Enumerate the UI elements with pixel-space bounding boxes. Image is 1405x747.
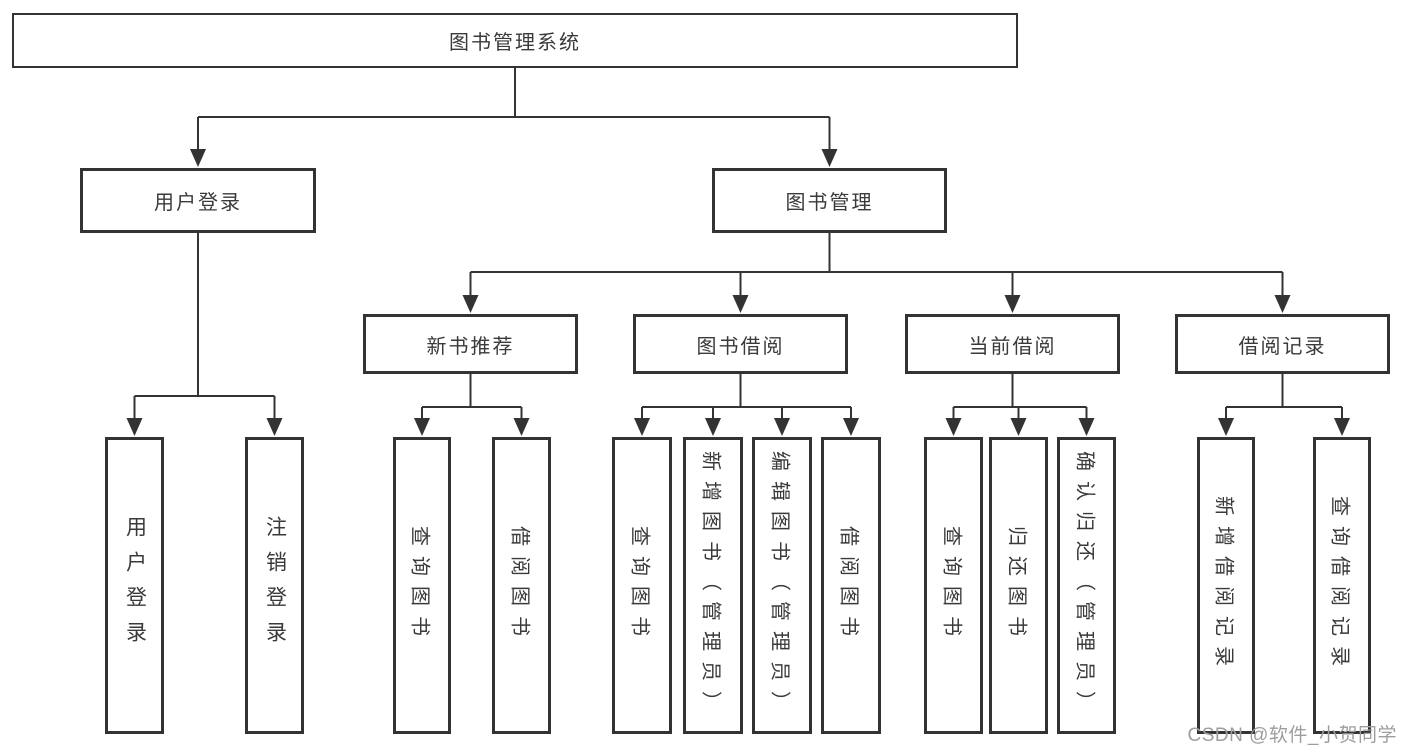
node-book-borrow-label: 图书借阅 — [696, 335, 785, 358]
node-leaf-bor-edit-book-label: 编辑图书（管理员） — [768, 450, 791, 721]
node-leaf-logout-label: 注销登录 — [263, 515, 287, 656]
node-root: 图书管理系统 — [12, 13, 1018, 68]
arrowhead-down-icon — [1334, 418, 1350, 436]
arrowhead-down-icon — [821, 149, 838, 167]
arrowhead-down-icon — [732, 295, 749, 313]
arrowhead-down-icon — [1004, 295, 1021, 313]
node-borrow-records: 借阅记录 — [1175, 314, 1390, 374]
node-leaf-bor-edit-book: 编辑图书（管理员） — [752, 437, 812, 734]
node-borrow-records-label: 借阅记录 — [1238, 335, 1327, 358]
node-leaf-bor-query-book: 查询图书 — [612, 437, 672, 734]
arrowhead-down-icon — [1010, 418, 1027, 436]
node-leaf-bor-borrow-book: 借阅图书 — [821, 437, 881, 734]
node-book-borrow: 图书借阅 — [633, 314, 848, 374]
arrowhead-down-icon — [190, 149, 206, 167]
node-current-borrow-label: 当前借阅 — [968, 335, 1057, 358]
node-book-mgmt-label: 图书管理 — [785, 192, 874, 214]
node-leaf-cur-query-book-label: 查询图书 — [940, 525, 962, 646]
node-current-borrow: 当前借阅 — [905, 314, 1120, 374]
node-book-mgmt: 图书管理 — [712, 168, 947, 233]
node-leaf-rec-borrow-book-label: 借阅图书 — [508, 525, 530, 646]
node-leaf-cur-return-book: 归还图书 — [989, 437, 1048, 734]
node-user-login: 用户登录 — [80, 168, 316, 233]
node-leaf-rec-add-record: 新增借阅记录 — [1197, 437, 1255, 734]
node-leaf-cur-confirm-return-label: 确认归还（管理员） — [1073, 450, 1095, 721]
arrowhead-down-icon — [843, 418, 859, 436]
node-user-login-label: 用户登录 — [154, 192, 242, 214]
node-leaf-bor-add-book: 新增图书（管理员） — [683, 437, 743, 734]
arrowhead-down-icon — [1078, 418, 1095, 436]
arrowhead-down-icon — [266, 418, 283, 436]
node-leaf-cur-query-book: 查询图书 — [924, 437, 983, 734]
arrowhead-down-icon — [462, 295, 479, 313]
node-leaf-cur-confirm-return: 确认归还（管理员） — [1057, 437, 1116, 734]
node-leaf-rec-query-record-label: 查询借阅记录 — [1328, 495, 1351, 676]
arrowhead-down-icon — [774, 418, 790, 436]
arrowhead-down-icon — [1218, 418, 1234, 436]
node-new-book-rec-label: 新书推荐 — [426, 335, 515, 358]
arrowhead-down-icon — [126, 418, 143, 436]
arrowhead-down-icon — [705, 418, 721, 436]
node-leaf-logout: 注销登录 — [245, 437, 304, 734]
arrowhead-down-icon — [513, 418, 530, 436]
node-leaf-bor-add-book-label: 新增图书（管理员） — [699, 450, 722, 721]
node-leaf-user-login: 用户登录 — [105, 437, 164, 734]
node-leaf-rec-borrow-book: 借阅图书 — [492, 437, 551, 734]
arrowhead-down-icon — [945, 418, 962, 436]
arrowhead-down-icon — [414, 418, 430, 436]
arrowhead-down-icon — [1274, 295, 1291, 313]
node-new-book-rec: 新书推荐 — [363, 314, 578, 374]
node-leaf-bor-query-book-label: 查询图书 — [628, 525, 651, 646]
arrowhead-down-icon — [634, 418, 650, 436]
node-leaf-rec-query-book: 查询图书 — [393, 437, 451, 734]
watermark: CSDN @软件_小贺同学 — [1187, 725, 1397, 746]
node-leaf-cur-return-book-label: 归还图书 — [1005, 525, 1027, 646]
node-leaf-rec-query-book-label: 查询图书 — [408, 525, 431, 646]
node-leaf-bor-borrow-book-label: 借阅图书 — [837, 525, 860, 646]
node-leaf-user-login-label: 用户登录 — [123, 515, 147, 656]
node-leaf-rec-query-record: 查询借阅记录 — [1313, 437, 1371, 734]
node-root-label: 图书管理系统 — [449, 32, 581, 54]
node-leaf-rec-add-record-label: 新增借阅记录 — [1212, 495, 1235, 676]
